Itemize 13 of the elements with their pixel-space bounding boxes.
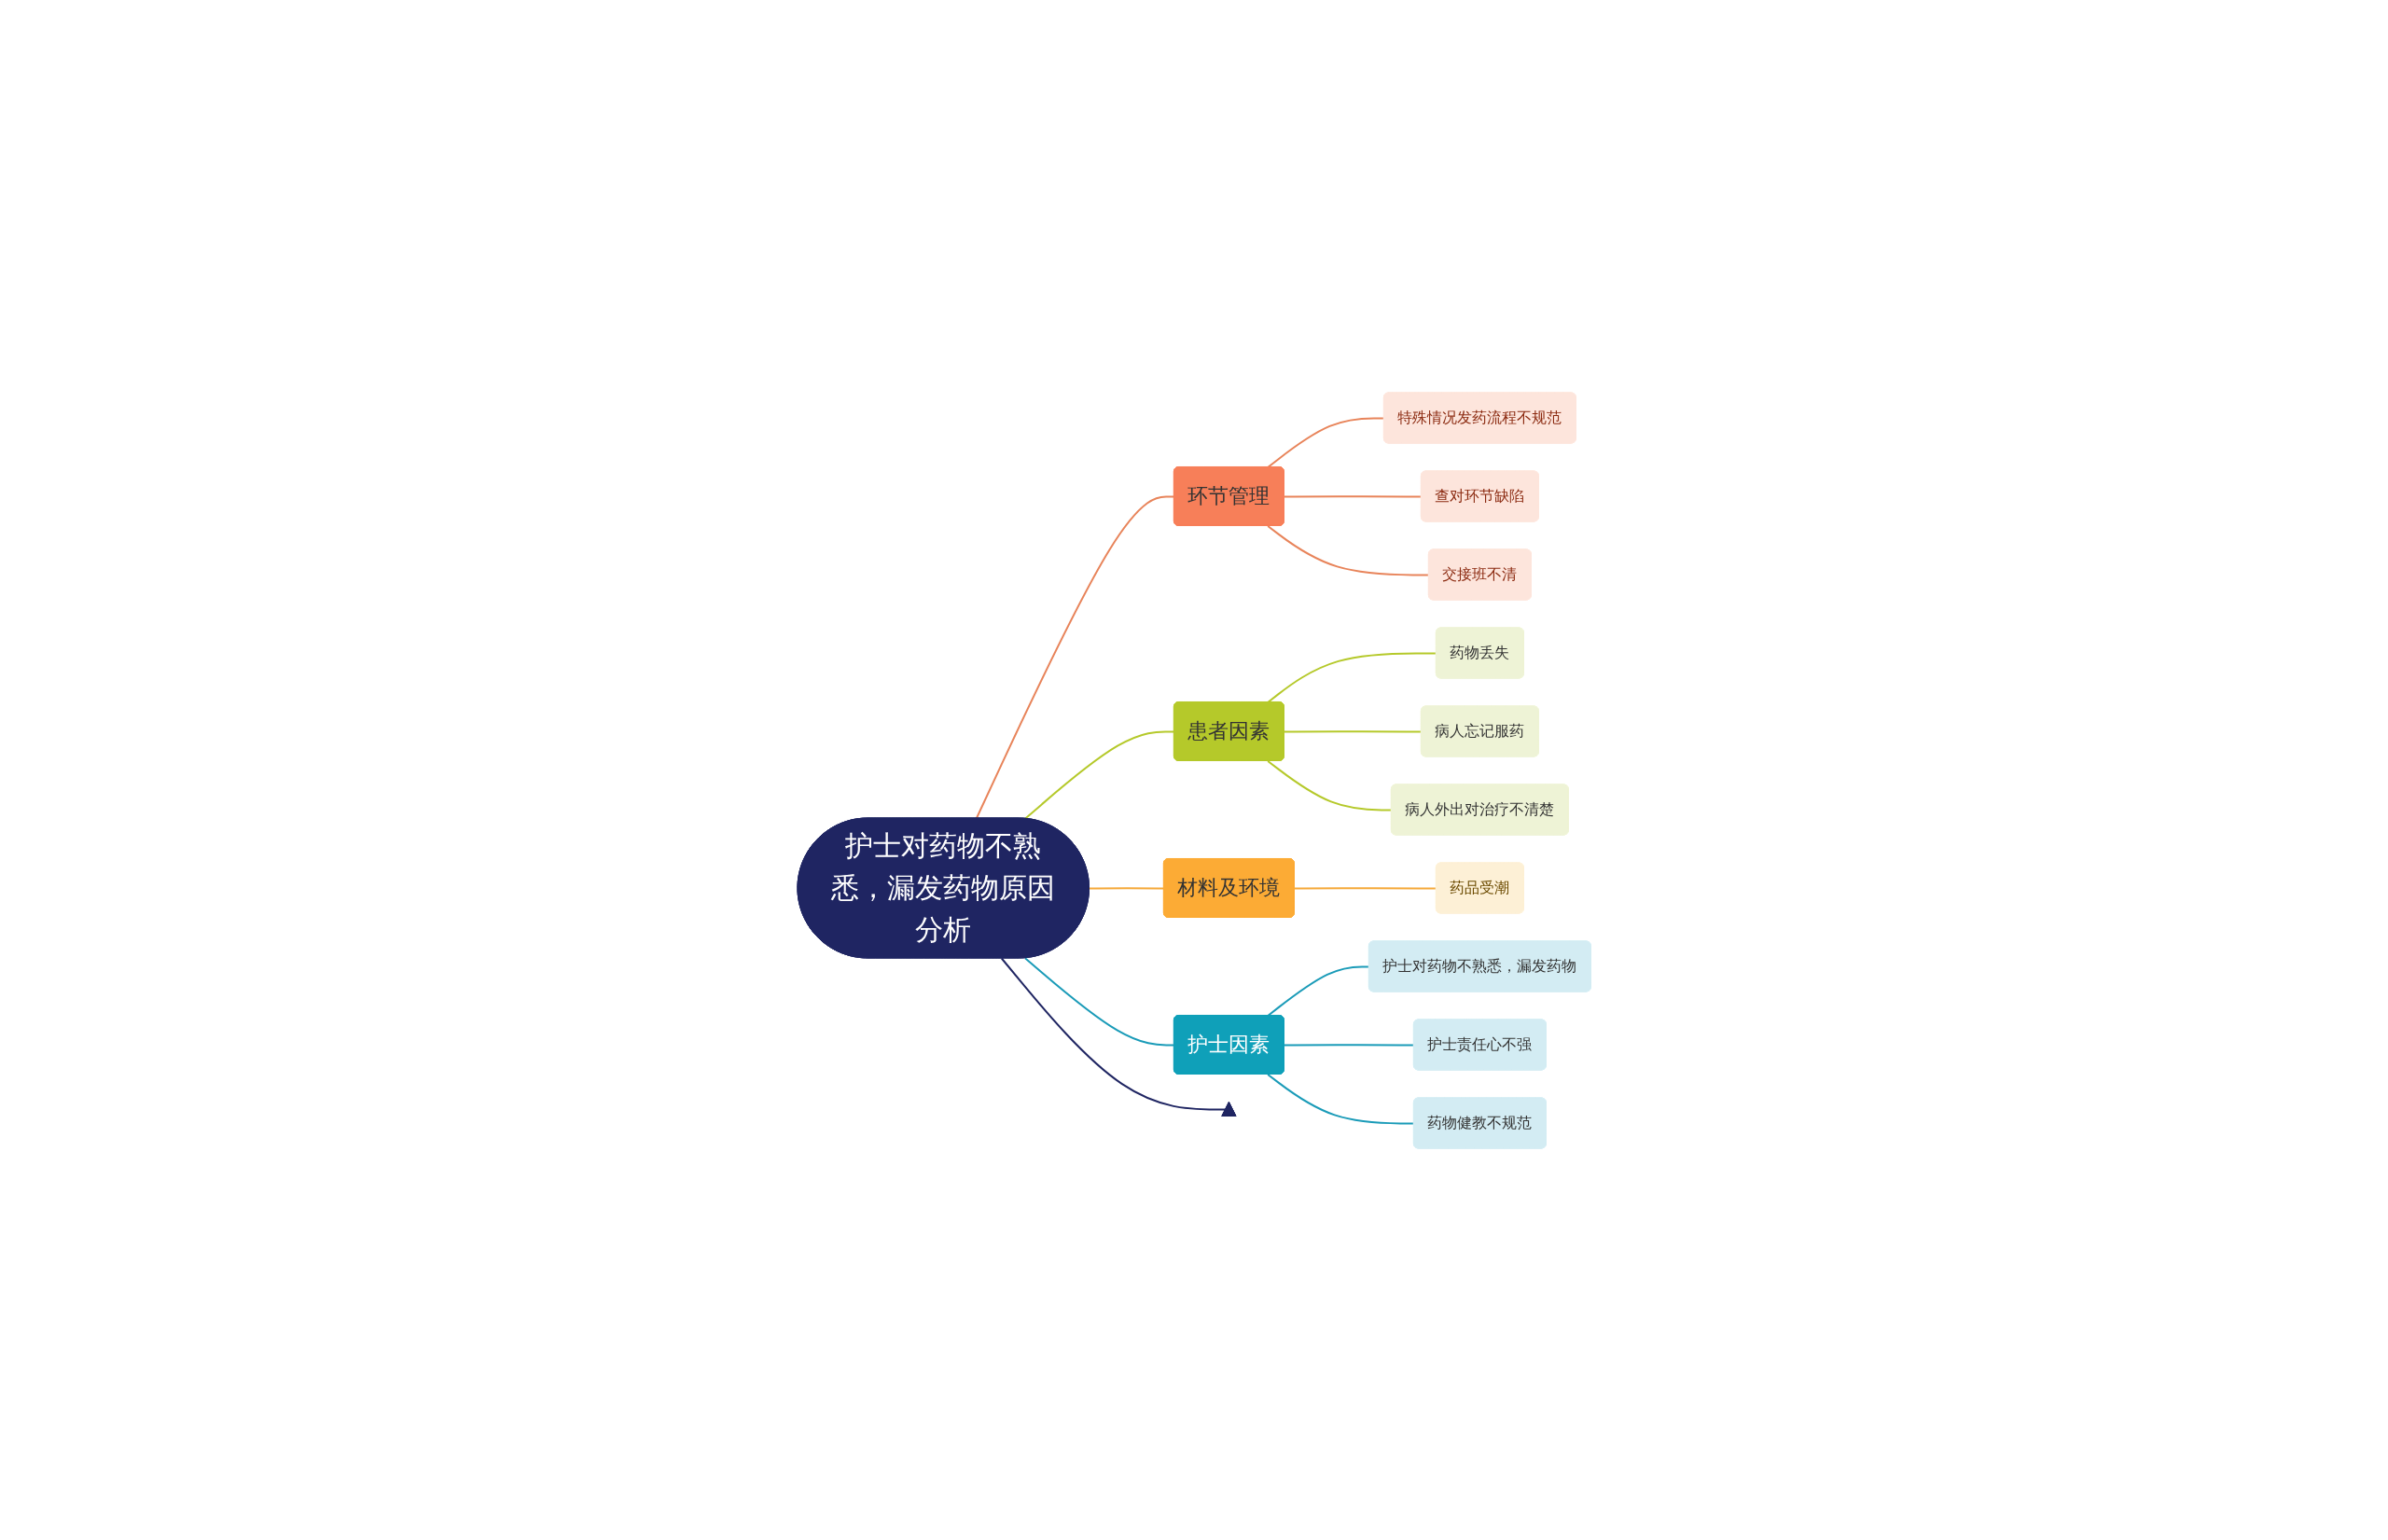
connector	[1088, 886, 1165, 889]
connector	[1023, 956, 1175, 1046]
connector	[975, 494, 1175, 819]
connector	[1000, 957, 1227, 1110]
connector	[1283, 494, 1423, 497]
connector	[1266, 524, 1430, 576]
connector	[1266, 416, 1385, 468]
connector	[1023, 729, 1175, 820]
connector	[1266, 1073, 1415, 1124]
connector	[1283, 1043, 1415, 1046]
connector	[1283, 729, 1423, 732]
connector	[1266, 759, 1393, 811]
connector	[1293, 886, 1437, 889]
